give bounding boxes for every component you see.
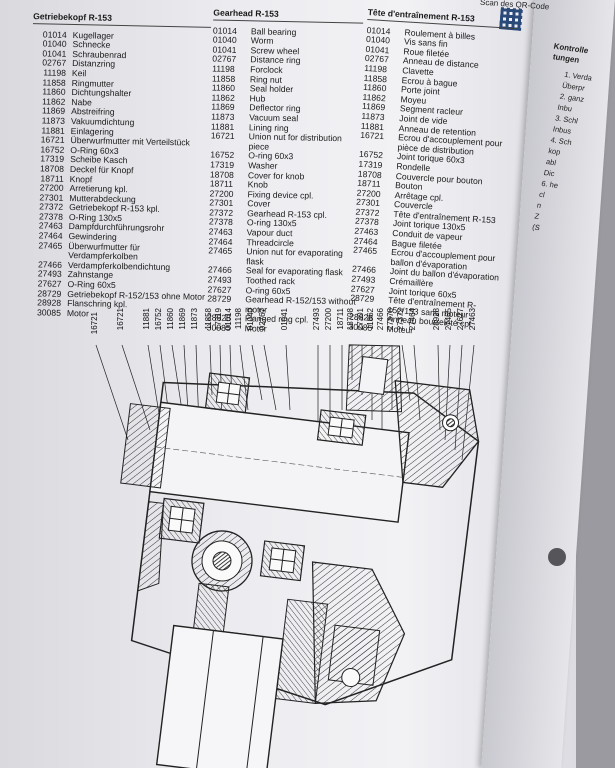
- callout-label: 11860: [166, 308, 175, 330]
- callout-label: 27200: [324, 308, 333, 331]
- callout-label: 27465: [444, 308, 453, 331]
- callout-label: 27378: [386, 308, 395, 331]
- callout-label: 27301: [356, 308, 365, 331]
- callout-leader: [95, 344, 129, 441]
- callout-label: 16721: [116, 308, 125, 331]
- callout-leader: [285, 344, 291, 411]
- callout-label: 27627: [456, 308, 465, 331]
- callout-label: 01040: [246, 308, 255, 331]
- callout-label: 18711: [336, 308, 345, 330]
- callout-label: 27493: [312, 308, 321, 331]
- callout-label: 28928: [432, 308, 441, 331]
- callout-label-left: 16721: [90, 312, 99, 335]
- callout-label: 27464: [408, 308, 417, 331]
- callout-label: 11873: [190, 308, 199, 330]
- callout-label: 27463: [468, 308, 477, 331]
- callout-label: 27466: [376, 308, 385, 331]
- callout-label: 17319: [214, 308, 223, 331]
- callout-label: 01014: [224, 308, 233, 331]
- callout-label: 11198: [234, 308, 243, 330]
- callout-label: 11881: [142, 308, 151, 330]
- callout-label: 16752: [154, 308, 163, 331]
- callout-label: 27372: [396, 308, 405, 331]
- callout-label: 11862: [366, 308, 375, 330]
- callout-label: 01041: [280, 308, 289, 331]
- assembly-body: [120, 344, 480, 768]
- gearhead-cross-section-drawing: [95, 344, 480, 768]
- callout-leader: [263, 344, 277, 411]
- callout-label: 11858: [204, 308, 213, 330]
- callout-label: 02767: [258, 308, 267, 331]
- callout-label: 18708: [346, 308, 355, 331]
- binder-hole: [548, 548, 566, 566]
- callout-leader: [251, 344, 263, 401]
- callout-label: 11869: [178, 308, 187, 330]
